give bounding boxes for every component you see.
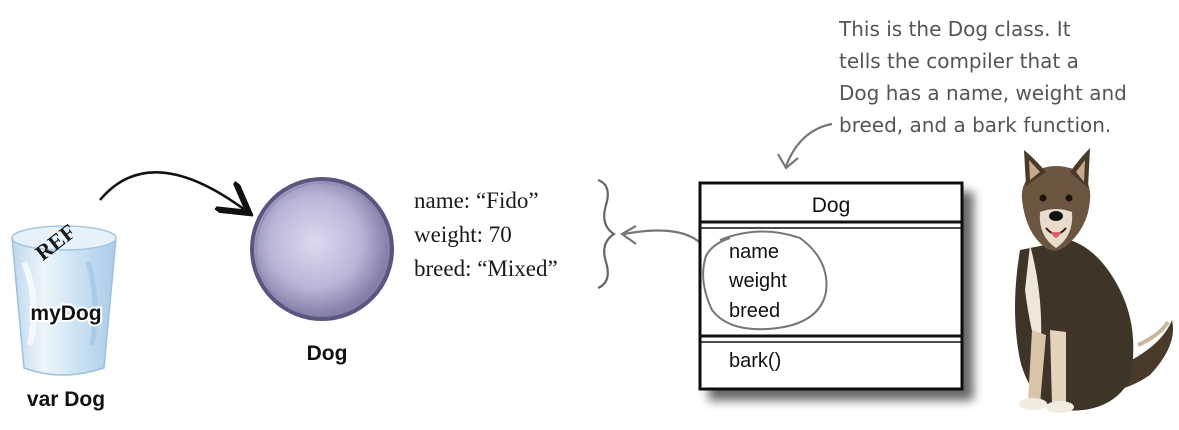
annotation-line-2: tells the compiler that a [839,49,1079,73]
object-caption: Dog [307,342,348,365]
annotation-arrowhead [777,153,799,170]
reference-arrow [99,171,245,210]
class-fields: name weight breed [728,241,787,322]
dog-illustration [1015,148,1174,413]
fields-arrowhead [619,225,637,245]
var-label: var Dog [27,388,105,411]
property-weight: weight: 70 [414,222,512,247]
annotation-line-1: This is the Dog class. It [838,17,1071,41]
annotation-line-3: Dog has a name, weight and [839,81,1127,105]
reference-cup [11,225,117,376]
class-annotation: This is the Dog class. It tells the comp… [838,17,1127,137]
annotation-line-4: breed, and a bark function. [839,113,1111,137]
property-breed: breed: “Mixed” [414,256,558,281]
class-field-name: name [729,241,779,263]
property-name: name: “Fido” [414,188,539,213]
dog-class-box [698,181,964,391]
class-field-breed: breed [729,300,780,322]
dog-object-ball [250,177,394,321]
property-brace [597,178,617,290]
cup-label: myDog [30,302,101,325]
class-method-bark: bark() [729,350,781,372]
annotation-arrow [784,122,833,167]
class-field-weight: weight [728,270,787,292]
cup-rim [11,225,117,251]
object-properties: name: “Fido” weight: 70 breed: “Mixed” [414,188,558,281]
fields-circle [702,230,828,331]
class-title: Dog [812,194,851,217]
